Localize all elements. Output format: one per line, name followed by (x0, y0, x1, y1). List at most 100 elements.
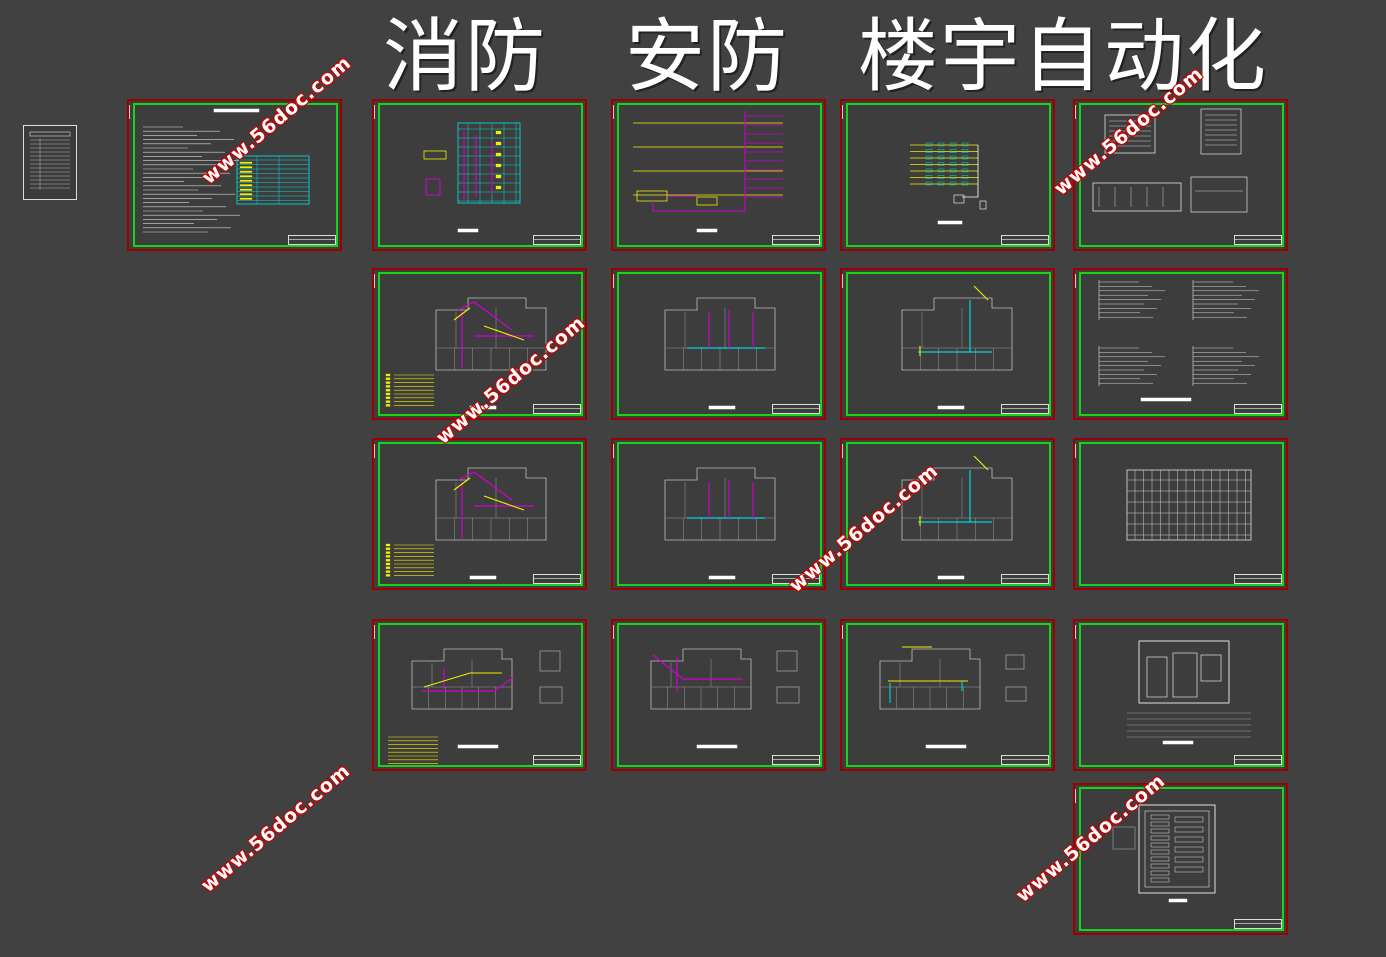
cad-path (453, 307, 525, 341)
cad-path (918, 470, 992, 523)
title-block (1234, 404, 1282, 414)
cad-rect (1174, 836, 1204, 843)
cad-rect (385, 570, 391, 573)
bas-system-diagram[interactable] (840, 99, 1055, 251)
cad-rect (949, 162, 957, 166)
cad-rect (961, 149, 969, 153)
cad-path (918, 300, 992, 353)
cad-rect (1200, 108, 1242, 155)
cad-rect (1138, 804, 1216, 894)
cad-rect (925, 168, 933, 173)
cad-path (919, 285, 989, 356)
cad-path (708, 310, 754, 348)
cad-rect (1190, 176, 1248, 213)
cad-rect (961, 155, 969, 160)
io-table-sheet[interactable] (1073, 438, 1288, 590)
title-block (772, 235, 820, 245)
cad-rect (469, 575, 497, 580)
point-list-sheet[interactable] (1073, 268, 1288, 420)
cad-rect (937, 142, 945, 147)
fire-floor-plan-1[interactable] (372, 268, 587, 420)
fire-system-drawing (423, 122, 521, 233)
title-block (1001, 574, 1049, 584)
cad-path (652, 195, 745, 212)
cad-rect (239, 179, 253, 182)
cad-rect (1005, 686, 1027, 702)
cad-rect (1174, 826, 1204, 833)
cad-rect (495, 185, 502, 190)
cad-rect (925, 162, 933, 166)
cad-rect (949, 168, 957, 173)
cad-rect (1150, 828, 1170, 834)
cad-rect (385, 562, 391, 566)
bas-floor-plan-1[interactable] (840, 268, 1055, 420)
cad-rect (937, 220, 963, 225)
cad-rect (1146, 656, 1168, 698)
cad-rect (239, 175, 253, 178)
control-detail-sheet[interactable] (1073, 99, 1288, 251)
cad-rect (937, 405, 965, 410)
fire-floor-plan-3[interactable] (372, 619, 587, 771)
bas-floor-plan-3[interactable] (840, 619, 1055, 771)
cad-path (708, 480, 754, 518)
cad-rect (539, 686, 563, 704)
fire-floor-plan-2[interactable] (372, 438, 587, 590)
equipment-room-layout[interactable] (1073, 619, 1288, 771)
drawing-index-thumbnail[interactable] (23, 125, 77, 200)
cad-rect (495, 130, 502, 135)
cad-rect (949, 155, 957, 160)
cad-rect (1150, 863, 1170, 869)
bas-system-drawing (910, 142, 987, 225)
cad-path (463, 131, 493, 201)
security-plan-drawing (664, 467, 776, 580)
cad-rect (385, 566, 391, 569)
fire-plan-drawing (385, 467, 547, 580)
design-notes-sheet[interactable] (127, 99, 342, 251)
cad-rect (961, 175, 969, 179)
security-floor-plan-3[interactable] (611, 619, 826, 771)
cad-rect (385, 551, 391, 554)
video-cabinet-layout[interactable] (1073, 783, 1288, 935)
cad-rect (239, 193, 253, 196)
cad-rect (925, 149, 933, 153)
cad-rect (937, 181, 945, 186)
cad-rect (776, 686, 800, 704)
title-block (533, 574, 581, 584)
cad-rect (236, 155, 310, 205)
security-system-diagram[interactable] (611, 99, 826, 251)
security-floor-plan-1[interactable] (611, 268, 826, 420)
cad-rect (423, 150, 447, 160)
security-floor-plan-2[interactable] (611, 438, 826, 590)
cad-path (652, 654, 743, 691)
cad-rect (961, 168, 969, 173)
cad-rect (949, 142, 957, 147)
io-table-drawing (1126, 469, 1252, 541)
bas-floor-plan-2[interactable] (840, 438, 1055, 590)
fire-alarm-system-diagram[interactable] (372, 99, 587, 251)
cad-rect (937, 175, 945, 179)
cad-rect (1144, 810, 1210, 888)
cad-rect (937, 149, 945, 153)
cad-rect (937, 162, 945, 166)
cad-rect (949, 181, 957, 186)
cad-rect (385, 392, 391, 396)
cad-rect (457, 122, 521, 204)
cad-rect (495, 141, 502, 146)
cad-rect (696, 196, 718, 206)
bas-plan-drawing (901, 455, 1013, 580)
cad-rect (385, 396, 391, 399)
cad-rect (385, 404, 391, 407)
cad-rect (385, 381, 391, 384)
cad-rect (949, 175, 957, 179)
cad-rect (385, 543, 391, 547)
title-block (1001, 404, 1049, 414)
point-list-drawing (1098, 280, 1259, 402)
cad-rect (925, 744, 967, 749)
cad-rect (937, 575, 965, 580)
cad-rect (239, 170, 253, 173)
cad-rect (385, 373, 391, 377)
security-plan-drawing (664, 297, 776, 410)
cad-path (457, 471, 534, 538)
cad-path (423, 672, 502, 688)
cad-rect (1112, 826, 1136, 850)
